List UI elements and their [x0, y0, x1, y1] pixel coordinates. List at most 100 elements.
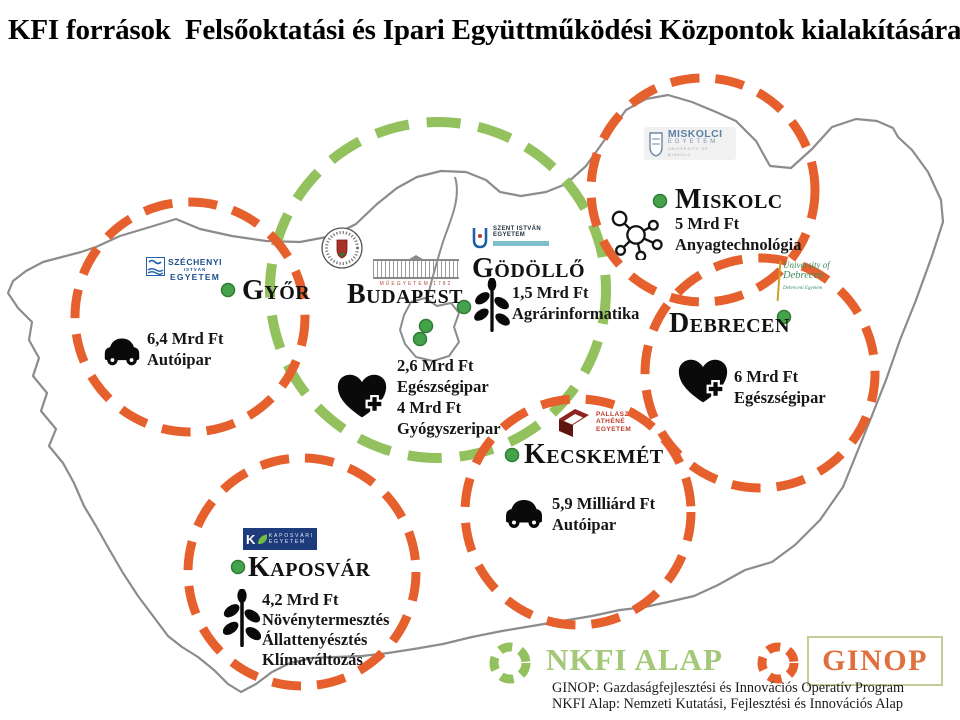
szechenyi-logo-line1: SZÉCHENYI — [168, 257, 223, 267]
city-label-kecskemet: Kecskemét — [524, 439, 664, 470]
plant-icon — [474, 278, 510, 332]
debrecen-university-logo: University of Debrecen Debreceni Egyetem — [776, 260, 830, 302]
kaposvar-sector-3: Klímaváltozás — [262, 650, 363, 669]
szechenyi-university-logo: SZÉCHENYI ISTVÁN EGYETEM — [146, 257, 222, 282]
debrecen-dot — [776, 309, 792, 325]
debrecen-logo-line2: Debrecen — [783, 270, 824, 282]
kaposvar-amount: 4,2 Mrd Ft — [262, 590, 339, 609]
debrecen-logo-quill — [776, 260, 782, 302]
kecskemet-funding-text: 5,9 Milliárd Ft Autóipar — [552, 493, 655, 535]
kaposvar-logo-k: K — [246, 531, 256, 547]
city-label-debrecen: Debrecen — [669, 308, 790, 339]
gyor-funding-text: 6,4 Mrd Ft Autóipar — [147, 328, 224, 370]
kaposvar-logo-leaf-icon — [258, 534, 267, 544]
szie-logo-icon — [472, 228, 488, 249]
heart-cross-icon — [337, 374, 387, 418]
kaposvar-funding-text: 4,2 Mrd Ft Növénytermesztés Állattenyész… — [262, 590, 389, 670]
miskolc-logo-line1: MISKOLCI — [667, 128, 723, 140]
pallasz-logo-line1: PALLASZ — [596, 410, 629, 418]
ginop-circle-miskolc — [586, 73, 820, 307]
kaposvar-dot — [230, 559, 246, 575]
szechenyi-logo-line2: ISTVÁN — [183, 267, 207, 272]
muegyetem-building-logo: MŰEGYETEM 1782 — [373, 255, 459, 287]
car-icon — [506, 500, 542, 528]
godollo-dot — [456, 299, 472, 315]
ginop-legend-box: GINOP — [807, 636, 943, 686]
city-dots — [220, 193, 792, 575]
szechenyi-logo-line3: EGYETEM — [170, 272, 220, 282]
budapest-amount-1: 2,6 Mrd Ft — [397, 356, 474, 375]
miskolc-university-logo: MISKOLCI EGYETEM UNIVERSITY OF MISKOLC — [644, 127, 736, 160]
ginop-circle-kecskemet — [460, 394, 696, 630]
debrecen-amount: 6 Mrd Ft — [734, 367, 799, 386]
kecskemet-sector: Autóipar — [552, 515, 617, 534]
gyor-amount: 6,4 Mrd Ft — [147, 329, 224, 348]
kecskemet-amount: 5,9 Milliárd Ft — [552, 494, 656, 513]
kaposvar-logo-line2: EGYETEM — [268, 539, 306, 545]
debrecen-logo-line1: University of — [783, 260, 830, 270]
molecule-icon — [611, 210, 663, 260]
budapest-dot-1 — [418, 318, 434, 334]
pallasz-logo-icon — [559, 409, 589, 437]
godollo-amount: 1,5 Mrd Ft — [512, 283, 589, 302]
miskolc-sector: Anyagtechnológia — [675, 235, 802, 254]
pallasz-logo-line3: EGYETEM — [596, 425, 632, 433]
pallasz-athene-university-logo: PALLASZ ATHÉNÉ EGYETEM — [556, 406, 631, 438]
kaposvar-logo-line1: KAPOSVÁRI — [268, 532, 314, 539]
kaposvar-sector-2: Állattenyésztés — [262, 630, 368, 649]
ginop-legend-circle-icon — [757, 642, 799, 684]
miskolc-logo-crest — [649, 131, 663, 157]
debrecen-funding-text: 6 Mrd Ft Egészségipar — [734, 366, 826, 408]
ginop-legend-label: GINOP — [822, 644, 928, 677]
car-icon — [104, 338, 140, 366]
miskolc-logo-line2: EGYETEM — [667, 139, 719, 145]
debrecen-sector: Egészségipar — [734, 388, 826, 407]
city-label-budapest: Budapest — [347, 279, 464, 310]
city-label-kaposvar: Kaposvár — [248, 552, 371, 583]
kaposvar-sector-1: Növénytermesztés — [262, 610, 390, 629]
danube-river — [426, 176, 458, 301]
city-label-miskolc: Miskolc — [675, 184, 783, 215]
nkfi-circle-budapest-godollo — [265, 117, 611, 463]
city-label-gyor: Győr — [242, 275, 311, 306]
budapest-sector-2: Gyógyszeripar — [397, 419, 501, 438]
budapest-sector-1: Egészségipar — [397, 377, 489, 396]
gyor-sector: Autóipar — [147, 350, 212, 369]
godollo-funding-text: 1,5 Mrd Ft Agrárinformatika — [512, 282, 639, 324]
szie-logo-bar — [493, 241, 549, 246]
szie-logo-line1: SZENT ISTVÁN — [493, 226, 542, 232]
hungary-border — [6, 93, 945, 694]
debrecen-logo-line3: Debreceni Egyetem — [783, 286, 823, 292]
nkfi-legend-label: NKFI ALAP — [546, 642, 723, 677]
budapest-funding-text: 2,6 Mrd Ft Egészségipar 4 Mrd Ft Gyógysz… — [397, 355, 501, 439]
miskolc-dot — [652, 193, 668, 209]
budapest-outline — [399, 297, 460, 362]
miskolc-funding-text: 5 Mrd Ft Anyagtechnológia — [675, 213, 802, 255]
budapest-dot-2 — [412, 331, 428, 347]
szechenyi-logo-icon — [146, 257, 165, 276]
nkfi-legend-circle-icon — [489, 642, 531, 684]
muegyetem-caption: MŰEGYETEM 1782 — [379, 281, 453, 287]
kaposvar-university-logo: K KAPOSVÁRI EGYETEM — [243, 528, 317, 550]
pallasz-logo-line2: ATHÉNÉ — [596, 418, 626, 426]
ginop-circle-gyor — [70, 197, 310, 437]
szie-logo-line2: EGYETEM — [493, 232, 526, 238]
ginop-circle-debrecen — [640, 253, 880, 493]
miskolc-amount: 5 Mrd Ft — [675, 214, 740, 233]
heart-cross-icon — [678, 359, 728, 403]
muegyetem-building-drawing — [373, 255, 459, 279]
godollo-sector: Agrárinformatika — [512, 304, 640, 323]
footnote-nkfi: NKFI Alap: Nemzeti Kutatási, Fejlesztési… — [552, 695, 903, 712]
kecskemet-dot — [504, 447, 520, 463]
budapest-amount-2: 4 Mrd Ft — [397, 398, 462, 417]
page-title: KFI források Felsőoktatási és Ipari Együ… — [8, 14, 960, 46]
szie-university-logo: SZENT ISTVÁN EGYETEM — [470, 226, 549, 250]
ginop-circle-kaposvar — [183, 453, 421, 691]
footnote-ginop: GINOP: Gazdaságfejlesztési és Innovációs… — [552, 680, 905, 696]
bme-seal-logo — [321, 227, 363, 269]
plant-icon — [223, 589, 261, 647]
gyor-dot — [220, 282, 236, 298]
footnotes: GINOP: Gazdaságfejlesztési és Innovációs… — [552, 680, 905, 713]
